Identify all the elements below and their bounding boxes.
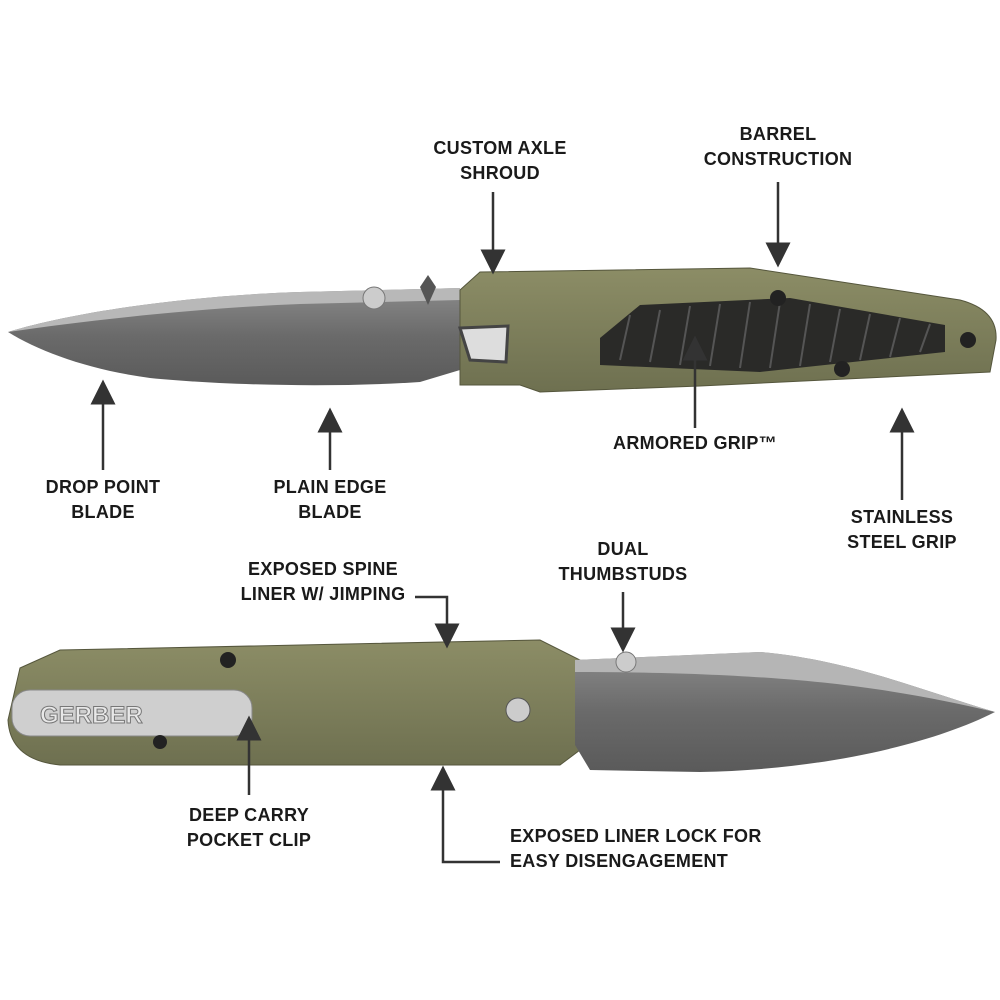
gerber-logo-icon	[420, 275, 436, 305]
thumbstud	[362, 286, 386, 310]
label-armored-grip: ARMORED GRIP™	[613, 433, 777, 453]
pivot-screw	[505, 697, 531, 723]
thumbstud-2	[615, 651, 637, 673]
knife-open-bottom: GERBER	[7, 639, 995, 772]
knife-open-top	[8, 267, 997, 393]
pocket-clip	[11, 689, 253, 737]
cutout	[457, 324, 510, 364]
clip-brand-text: GERBER	[40, 702, 143, 729]
callout-arrows	[90, 182, 915, 864]
